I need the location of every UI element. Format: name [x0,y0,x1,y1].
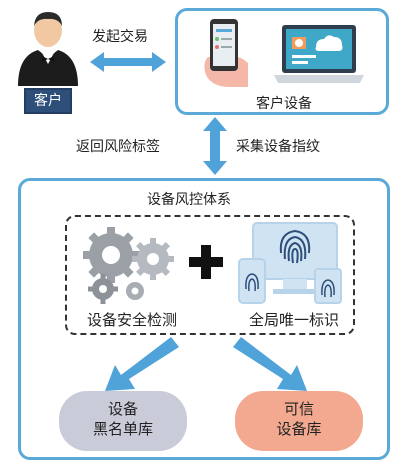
risk-components-box: 设备安全检测 全局唯一标识 [65,215,355,335]
edge-initiate-label: 发起交易 [92,29,148,45]
trusted-line2: 设备库 [276,420,322,438]
global-id-label: 全局唯一标识 [249,311,340,329]
customer-label: 客户 [24,88,72,114]
device-box: 客户设备 [175,8,389,115]
gears-icon [83,227,174,304]
device-label: 客户设备 [256,96,312,112]
customer-node: 客户 [8,6,88,116]
risk-system-title: 设备风控体系 [147,192,231,208]
arrow-to-trusted [233,337,307,391]
edge-collect-label: 采集设备指纹 [236,139,320,155]
arrow-vertical-double [203,117,227,175]
trusted-db: 可信 设备库 [235,391,363,451]
blacklist-line1: 设备 [107,400,138,418]
plus-icon [189,245,223,279]
trusted-line1: 可信 [283,400,314,418]
edge-return-label: 返回风险标签 [76,139,160,155]
smartphone-icon [204,19,248,87]
blacklist-line2: 黑名单库 [92,420,153,438]
person-icon [18,12,78,86]
security-check-label: 设备安全检测 [87,311,178,329]
arrow-customer-device [90,52,166,72]
blacklist-db: 设备 黑名单库 [59,391,187,451]
risk-system-box: 设备风控体系 [18,178,390,460]
customer-label-text: 客户 [34,93,62,109]
fingerprint-devices-icon [238,222,342,304]
arrow-to-blacklist [105,337,179,391]
laptop-icon [274,25,364,83]
